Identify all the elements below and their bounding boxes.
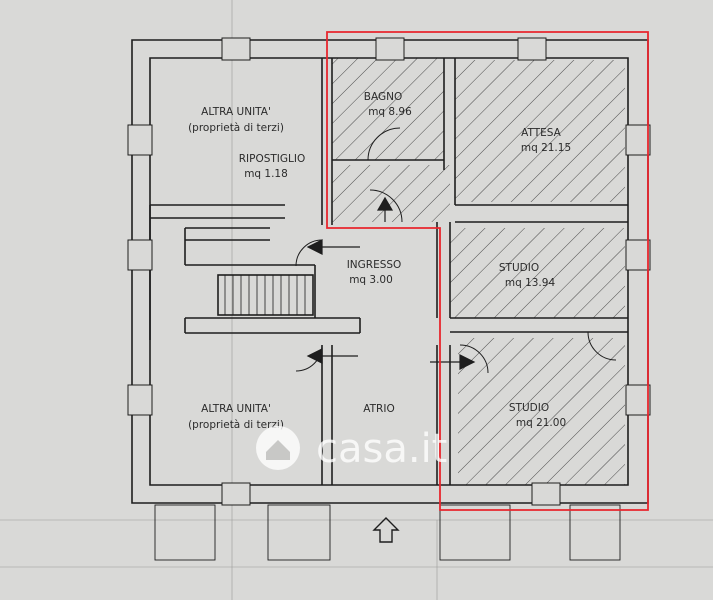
unit-boundary <box>326 31 649 511</box>
room-labels: ALTRA UNITA' (proprietà di terzi) RIPOST… <box>188 91 571 431</box>
arrow-right-icon <box>459 354 476 370</box>
house-icon <box>266 440 290 460</box>
room-studio-2-name: STUDIO <box>509 402 549 414</box>
arrow-left-icon <box>306 239 323 255</box>
room-ripostiglio-name: RIPOSTIGLIO <box>239 153 306 165</box>
room-ripostiglio-area: mq 1.18 <box>244 168 288 180</box>
arrow-up-icon <box>376 196 394 211</box>
windows <box>127 37 651 506</box>
arrows <box>306 196 476 370</box>
room-studio-1-name: STUDIO <box>499 262 539 274</box>
watermark-text: casa.it <box>316 426 447 472</box>
room-altra-1-name: ALTRA UNITA' <box>201 106 271 118</box>
room-altra-1-note: (proprietà di terzi) <box>188 122 284 134</box>
hatch-attesa <box>455 60 625 202</box>
room-attesa-name: ATTESA <box>521 127 562 139</box>
hatch-studio-2 <box>458 338 625 485</box>
exterior-steps <box>154 504 621 561</box>
entrance-arrow-icon <box>372 517 400 543</box>
room-studio-2-area: mq 21.00 <box>516 417 566 429</box>
watermark: casa.it <box>256 426 447 472</box>
hatch-disimpegno <box>332 165 450 222</box>
room-altra-2-note: (proprietà di terzi) <box>188 419 284 431</box>
room-studio-1-area: mq 13.94 <box>505 277 556 289</box>
room-attesa-area: mq 21.15 <box>521 142 571 154</box>
room-altra-2-name: ALTRA UNITA' <box>201 403 271 415</box>
arrow-left-icon-2 <box>306 348 323 364</box>
room-bagno-area: mq 8.96 <box>368 106 412 118</box>
room-ingresso-area: mq 3.00 <box>349 274 393 286</box>
hatch-bagno <box>332 58 444 160</box>
room-ingresso-name: INGRESSO <box>347 259 402 271</box>
hatched-areas <box>332 58 625 485</box>
walls <box>131 39 649 504</box>
hatch-studio-1 <box>450 228 625 318</box>
room-atrio-name: ATRIO <box>363 403 394 415</box>
door-swings <box>295 127 617 374</box>
room-bagno-name: BAGNO <box>364 91 402 103</box>
stair-treads <box>224 275 306 315</box>
